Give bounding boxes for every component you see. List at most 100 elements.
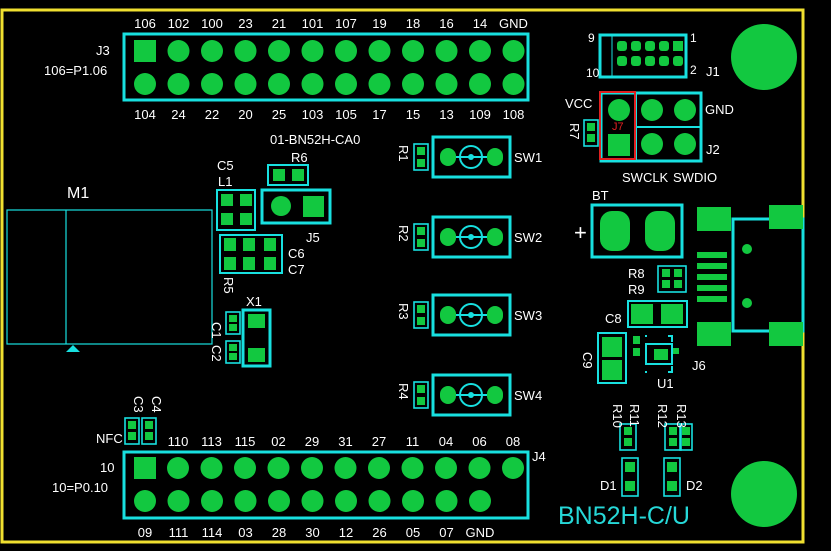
j4-top-pin-label: 04	[439, 434, 453, 449]
j1-pin10-label: 10	[586, 66, 600, 80]
j1-pad	[673, 41, 683, 51]
j3-top-pin-label: 23	[238, 16, 252, 31]
part-c3-c4: C3 C4	[124, 396, 164, 445]
j4-top-pad-11	[502, 457, 524, 479]
part-c6-c7-r5: C6 C7 R5	[219, 234, 305, 294]
mounting-hole-top-right	[731, 24, 797, 90]
sw3-label: SW3	[514, 308, 542, 323]
part-j5: J5	[260, 188, 332, 245]
j4-top-pin-label: 113	[201, 434, 222, 449]
j4-top-pad-8	[401, 457, 424, 479]
j4-top-pad-7	[368, 457, 390, 479]
j3-bottom-pad-6	[301, 73, 324, 95]
j4-bottom-pin-label: 26	[372, 525, 386, 540]
j3-bottom-pad-7	[335, 73, 357, 95]
x1-label: X1	[246, 294, 262, 309]
j3-top-pad-10	[435, 40, 458, 62]
header-j2: J7 VCC GND J2 SWCLK SWDIO R7	[565, 91, 734, 185]
j4-pin1-pad	[134, 457, 156, 479]
l1-label: L1	[218, 174, 232, 189]
j3-bottom-pin-label: 17	[372, 107, 386, 122]
j3-bottom-pin-label: 22	[205, 107, 219, 122]
j4-top-pad-10	[468, 457, 491, 479]
j3-top-pad-5	[268, 40, 290, 62]
j4-top-pad-4	[267, 457, 290, 479]
j4-bottom-pad-6	[301, 490, 324, 512]
j7-label: J7	[612, 121, 624, 133]
j3-top-pin-label: 102	[168, 16, 190, 31]
j4-bottom-pin-label: 111	[169, 525, 189, 540]
j2-ref-label: J2	[706, 142, 720, 157]
c1-label: C1	[209, 322, 224, 339]
sw1-label: SW1	[514, 150, 542, 165]
j1-pad	[645, 41, 655, 51]
j4-top-pin-label: 06	[472, 434, 486, 449]
j4-top-pin-label: 110	[168, 434, 189, 449]
sw2-label: SW2	[514, 230, 542, 245]
j3-bottom-pin-label: 20	[238, 107, 252, 122]
j1-pin9-label: 9	[588, 31, 595, 45]
j3-top-pin-label: 19	[372, 16, 386, 31]
j3-top-pad-2	[167, 40, 190, 62]
j3-top-pad-12	[502, 40, 525, 62]
r12-label: R12	[655, 404, 670, 428]
c7-label: C7	[288, 262, 305, 277]
bt-plus-label: +	[574, 220, 587, 245]
c9-label: C9	[580, 352, 595, 369]
j1-pad	[631, 56, 641, 66]
j4-bottom-pin-label: 28	[272, 525, 286, 540]
part-x1: X1 C1 C2	[209, 294, 272, 368]
j4-top-pin-label: 29	[305, 434, 319, 449]
r5-label: R5	[221, 277, 236, 294]
r10-label: R10	[610, 404, 625, 428]
j4-bottom-pad-10	[435, 490, 458, 512]
m1-outline	[6, 209, 213, 345]
j3-bottom-pad-10	[435, 73, 458, 95]
j3-top-pad-7	[335, 40, 357, 62]
j4-bottom-pin-label: 09	[138, 525, 152, 540]
part-r10-r13-d1-d2: R10 R11 R12 R13 D1 D2	[600, 404, 703, 497]
j3-top-pin-label: 16	[439, 16, 453, 31]
j3-bottom-pad-2	[167, 73, 190, 95]
j3-bottom-pad-5	[268, 73, 290, 95]
j4-top-pin-label: 27	[372, 434, 386, 449]
j1-pad	[659, 56, 669, 66]
j3-bottom-pad-8	[368, 73, 391, 95]
j3-bottom-pin-label: 13	[439, 107, 453, 122]
swdio-label: SWDIO	[673, 170, 717, 185]
bt-label: BT	[592, 188, 609, 203]
j1-pin2-label: 2	[690, 63, 697, 77]
c5-label: C5	[217, 158, 234, 173]
c8-label: C8	[605, 311, 622, 326]
j4-bottom-pin-label: 03	[238, 525, 252, 540]
c4-label: C4	[149, 396, 164, 413]
d2-label: D2	[686, 478, 703, 493]
part-c8-c9-u1: C8 C9 U1	[580, 300, 688, 391]
j1-pad	[617, 41, 627, 51]
j3-bottom-pin-label: 104	[134, 107, 156, 122]
r1-label: R1	[396, 145, 411, 162]
battery-bt: BT +	[574, 188, 684, 259]
board-outline	[0, 8, 805, 544]
header-j1: 9 1 10 2 J1	[586, 31, 720, 80]
j3-top-pad-3	[201, 40, 223, 62]
r7-label: R7	[567, 123, 582, 140]
j3-top-pin-label: GND	[499, 16, 528, 31]
j3-ref-label: J3	[96, 43, 110, 58]
j3-top-pad-8	[368, 40, 391, 62]
j4-bottom-pin-label: 05	[406, 525, 420, 540]
m1-ref-label: M1	[67, 185, 89, 202]
j3-bottom-pin-label: 24	[171, 107, 185, 122]
j3-top-pad-9	[402, 40, 424, 62]
j4-bottom-pin-label: 07	[439, 525, 453, 540]
j3-outline	[122, 32, 530, 102]
j4-bottom-pin-label: 12	[339, 525, 353, 540]
j4-top-pin-label: 115	[235, 434, 256, 449]
j4-top-pin-label: 31	[338, 434, 352, 449]
